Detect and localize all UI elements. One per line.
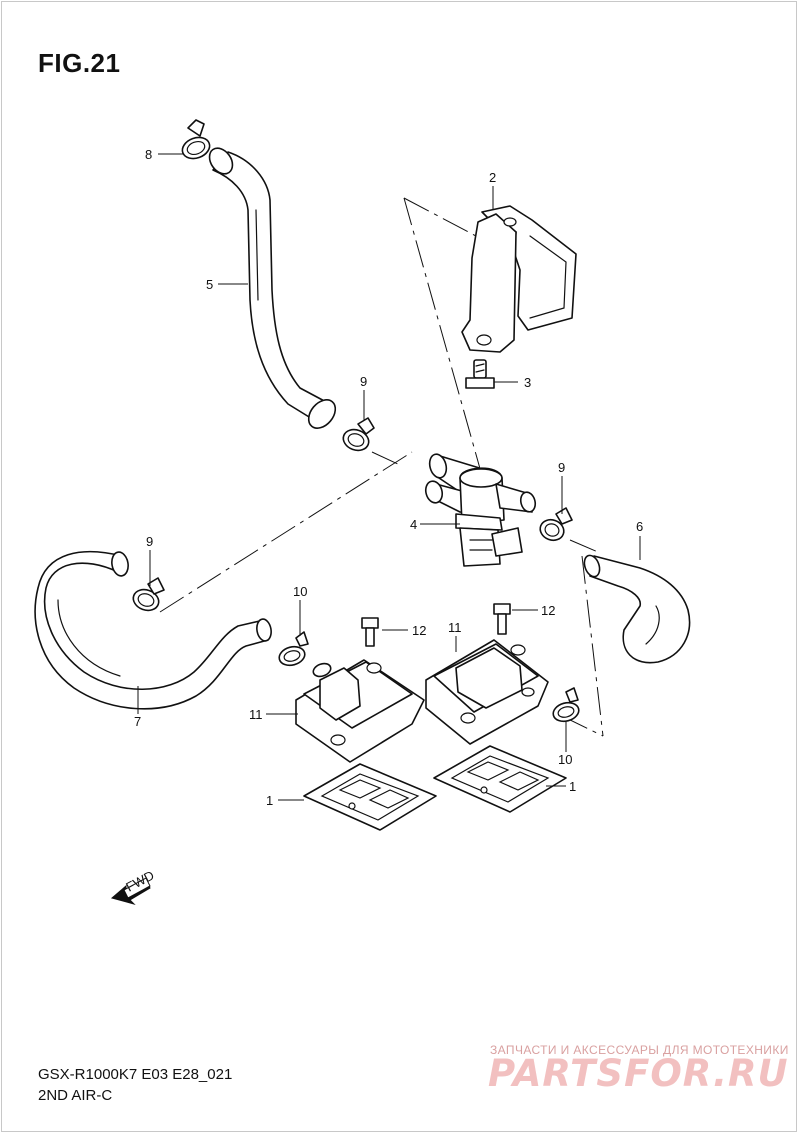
callouts: 8 2 5 9 3 9 4 6 9 10 12 12 11 11 7 10 1 … bbox=[134, 147, 643, 808]
callout-5: 5 bbox=[206, 277, 213, 292]
callout-11-left: 11 bbox=[249, 707, 263, 722]
reed-plate-part-1-right bbox=[433, 745, 567, 813]
clamp-part-9-right bbox=[539, 507, 573, 542]
bolt-part-3 bbox=[465, 359, 495, 389]
clamp-part-10-left bbox=[278, 631, 309, 667]
leader-lines bbox=[137, 153, 641, 801]
callout-1-right: 1 bbox=[569, 779, 576, 794]
figure-title: FIG.21 bbox=[38, 48, 121, 78]
callout-10-right: 10 bbox=[558, 752, 572, 767]
callout-9-left: 9 bbox=[146, 534, 153, 549]
callout-8: 8 bbox=[145, 147, 152, 162]
fwd-arrow-icon: FWD bbox=[110, 868, 157, 905]
callout-11-right: 11 bbox=[448, 620, 462, 635]
hose-part-5 bbox=[208, 147, 337, 429]
callout-2: 2 bbox=[489, 170, 496, 185]
cover-part-11-right bbox=[425, 639, 549, 745]
callout-9-upper: 9 bbox=[360, 374, 367, 389]
callout-12-right: 12 bbox=[541, 603, 555, 618]
callout-10-left: 10 bbox=[293, 584, 307, 599]
callout-7: 7 bbox=[134, 714, 141, 729]
assembly-lines bbox=[159, 197, 604, 737]
callout-12-left: 12 bbox=[412, 623, 426, 638]
bracket-part-2 bbox=[461, 205, 577, 353]
callout-4: 4 bbox=[410, 517, 417, 532]
callout-6: 6 bbox=[636, 519, 643, 534]
callout-1-left: 1 bbox=[266, 793, 273, 808]
clamp-part-9-upper bbox=[342, 417, 375, 452]
watermark-tagline: ЗАПЧАСТИ И АКСЕССУАРЫ ДЛЯ МОТОТЕХНИКИ bbox=[490, 1043, 789, 1057]
callout-3: 3 bbox=[524, 375, 531, 390]
bolt-part-12-left bbox=[361, 617, 379, 647]
callout-9-right: 9 bbox=[558, 460, 565, 475]
cover-part-11-left bbox=[295, 659, 425, 763]
clamp-part-9-left bbox=[132, 577, 165, 612]
hose-part-7 bbox=[34, 550, 272, 710]
clamp-part-10-right bbox=[552, 687, 580, 723]
model-code: GSX-R1000K7 E03 E28_021 bbox=[38, 1066, 233, 1083]
valve-part-4 bbox=[424, 453, 537, 567]
reed-plate-part-1-left bbox=[303, 763, 437, 831]
hose-part-6 bbox=[583, 554, 691, 664]
watermark-logo: PARTSFOR.RU bbox=[488, 1052, 789, 1095]
figure-description: 2ND AIR-C bbox=[38, 1087, 113, 1104]
clamp-part-8 bbox=[181, 119, 211, 160]
bolt-part-12-right bbox=[493, 603, 511, 635]
